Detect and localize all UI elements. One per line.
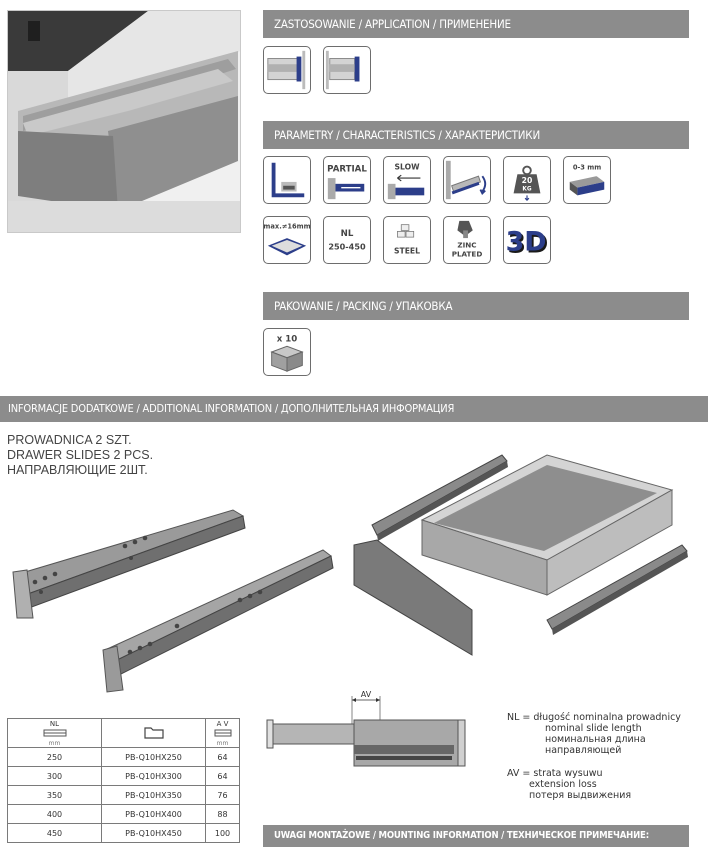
header-av-label: A V xyxy=(216,719,229,728)
tilt-removal-icon xyxy=(443,156,491,204)
section-additional-header: INFORMACJE DODATKOWE / ADDITIONAL INFORM… xyxy=(0,396,708,422)
section-characteristics-header: PARAMETRY / CHARACTERISTICS / ХАРАКТЕРИС… xyxy=(263,121,689,149)
folder-icon xyxy=(143,727,164,739)
packing-qty: x 10 xyxy=(277,334,298,344)
row-nl: 300 xyxy=(7,766,102,786)
row-av: 100 xyxy=(205,823,240,843)
nl-label: NL xyxy=(341,229,354,239)
application-icon-left xyxy=(263,46,311,94)
partial-label: PARTIAL xyxy=(327,164,367,174)
row-nl: 400 xyxy=(7,804,102,824)
undermount-icon xyxy=(263,156,311,204)
adjust-label: 0-3 mm xyxy=(573,163,601,171)
soft-close-icon: SLOW xyxy=(383,156,431,204)
product-line-en: DRAWER SLIDES 2 PCS. xyxy=(7,448,154,462)
extension-loss-diagram: AV xyxy=(262,690,472,778)
row-av: 88 xyxy=(205,804,240,824)
section-application-title: ZASTOSOWANIE / APPLICATION / ПРИМЕНЕНИЕ xyxy=(274,17,511,31)
legend-av-ru: потеря выдвижения xyxy=(529,790,632,801)
row-nl: 450 xyxy=(7,823,102,843)
nl-range: 250-450 xyxy=(328,242,366,252)
section-packing-title: PAKOWANIE / PACKING / УПАКОВКА xyxy=(274,299,453,313)
partial-extension-icon: PARTIAL xyxy=(323,156,371,204)
steel-label: STEEL xyxy=(394,246,420,255)
row-av: 64 xyxy=(205,766,240,786)
load-unit: KG xyxy=(522,187,531,193)
drawer-photo xyxy=(7,10,241,233)
legend-nl-pl: NL = długość nominalna prowadnicy xyxy=(507,712,681,723)
section-additional-title: INFORMACJE DODATKOWE / ADDITIONAL INFORM… xyxy=(8,402,455,415)
legend-av-pl: AV = strata wysuwu xyxy=(507,768,603,779)
row-av: 64 xyxy=(205,747,240,767)
section-characteristics-title: PARAMETRY / CHARACTERISTICS / ХАРАКТЕРИС… xyxy=(274,128,540,142)
legend: NL = długość nominalna prowadnicy nomina… xyxy=(507,712,702,801)
row-av: 76 xyxy=(205,785,240,805)
av-drawer-icon xyxy=(214,729,231,736)
slides-illustration xyxy=(5,500,340,695)
3d-label: 3D xyxy=(507,228,548,259)
legend-nl-ru-2: направляющей xyxy=(545,745,622,756)
av-dimension-label: AV xyxy=(361,690,372,699)
row-code: PB-Q10HX400 xyxy=(101,804,206,824)
legend-nl-ru-1: номинальная длина xyxy=(545,734,646,745)
row-nl: 350 xyxy=(7,785,102,805)
product-description: PROWADNICA 2 SZT. DRAWER SLIDES 2 PCS. Н… xyxy=(7,433,153,478)
legend-av-en: extension loss xyxy=(529,779,597,790)
header-av-unit: mm xyxy=(216,739,229,747)
nominal-length-icon: NL 250-450 xyxy=(323,216,371,264)
header-nl-cell: NL mm xyxy=(7,718,102,748)
section-application-header: ZASTOSOWANIE / APPLICATION / ПРИМЕНЕНИЕ xyxy=(263,10,689,38)
header-nl-label: NL xyxy=(49,719,60,728)
drawer-assembly-illustration xyxy=(352,445,702,660)
section-mounting-header: UWAGI MONTAŻOWE / MOUNTING INFORMATION /… xyxy=(263,825,689,847)
section-packing-header: PAKOWANIE / PACKING / УПАКОВКА xyxy=(263,292,689,320)
3d-label-front: 3D xyxy=(506,227,547,258)
header-code-cell xyxy=(101,718,206,748)
row-code: PB-Q10HX250 xyxy=(101,747,206,767)
product-line-pl: PROWADNICA 2 SZT. xyxy=(7,433,132,447)
board-thickness-label: max.≠16mm xyxy=(264,223,310,231)
steel-material-icon: STEEL xyxy=(383,216,431,264)
row-code: PB-Q10HX450 xyxy=(101,823,206,843)
load-value: 20 xyxy=(522,176,533,185)
board-thickness-icon: max.≠16mm xyxy=(263,216,311,264)
row-nl: 250 xyxy=(7,747,102,767)
header-av-cell: A V mm xyxy=(205,718,240,748)
application-icon-right xyxy=(323,46,371,94)
product-line-ru: НАПРАВЛЯЮЩИЕ 2ШТ. xyxy=(7,463,148,477)
nl-drawer-icon xyxy=(43,729,66,736)
row-code: PB-Q10HX300 xyxy=(101,766,206,786)
header-nl-unit: mm xyxy=(48,739,61,747)
row-code: PB-Q10HX350 xyxy=(101,785,206,805)
slow-label: SLOW xyxy=(394,162,420,171)
zinc-label-2: PLATED xyxy=(452,249,483,258)
section-mounting-title: UWAGI MONTAŻOWE / MOUNTING INFORMATION /… xyxy=(274,830,649,841)
zinc-label-1: ZINC xyxy=(457,241,476,250)
height-adjust-icon: 0-3 mm xyxy=(563,156,611,204)
packing-box-icon: x 10 xyxy=(263,328,311,376)
spec-table-header-row: NL mm A V mm xyxy=(7,718,240,748)
legend-nl-en: nominal slide length xyxy=(545,723,642,734)
